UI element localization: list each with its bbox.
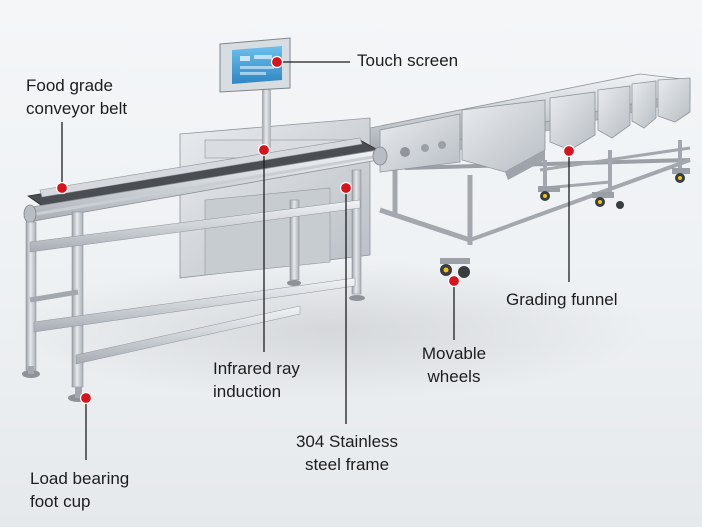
grading-funnel-label: Grading funnel — [506, 288, 618, 311]
foot-cup-callout-icon — [79, 391, 93, 405]
grading-funnel-callout-icon — [562, 144, 576, 158]
foot-cup-label-line2: foot cup — [30, 492, 91, 511]
leader-lines — [61, 61, 570, 460]
stainless-frame — [22, 169, 365, 402]
conveyor-belt-label: Food grade conveyor belt — [26, 74, 127, 120]
floor-shadow — [10, 260, 650, 400]
middle-wheel — [440, 258, 470, 278]
touch-screen-label: Touch screen — [357, 49, 458, 72]
infrared-label-line2: induction — [213, 382, 282, 401]
frame-label-line1: 304 Stainless — [295, 432, 399, 451]
frame-callout-icon — [339, 181, 353, 195]
grading-funnel-label-text: Grading funnel — [506, 290, 618, 309]
conveyor-belt-label-line2: conveyor belt — [26, 99, 128, 118]
wheels-callout-icon — [447, 274, 461, 288]
wheels-label-line2: wheels — [427, 367, 481, 386]
conveyor — [23, 137, 388, 224]
funnel-3 — [597, 85, 631, 139]
callout-dots — [55, 55, 576, 405]
frame-label-line2: steel frame — [304, 455, 390, 474]
frame-label: 304 Stainless steel frame — [287, 430, 407, 476]
wheels-label: Movable wheels — [407, 342, 501, 388]
foot-cup-label: Load bearing foot cup — [30, 467, 129, 513]
wheels-label-line1: Movable — [421, 344, 487, 363]
funnel-4 — [631, 80, 657, 129]
touch-screen-label-text: Touch screen — [357, 51, 459, 70]
foot-cup-label-line1: Load bearing — [30, 469, 130, 488]
conveyor-belt-label-line1: Food grade — [26, 76, 113, 95]
grading-funnels — [461, 77, 691, 180]
funnel-5 — [657, 77, 691, 123]
infrared-label-line1: Infrared ray — [213, 359, 300, 378]
touch-screen-callout-icon — [270, 55, 284, 69]
touch-screen-unit — [219, 37, 291, 148]
conveyor-belt-callout-icon — [55, 181, 69, 195]
rear-wheels — [538, 168, 690, 209]
funnel-2 — [549, 91, 596, 151]
drive-box — [379, 113, 461, 173]
infrared-callout-icon — [257, 143, 271, 157]
infrared-label: Infrared ray induction — [213, 357, 300, 403]
